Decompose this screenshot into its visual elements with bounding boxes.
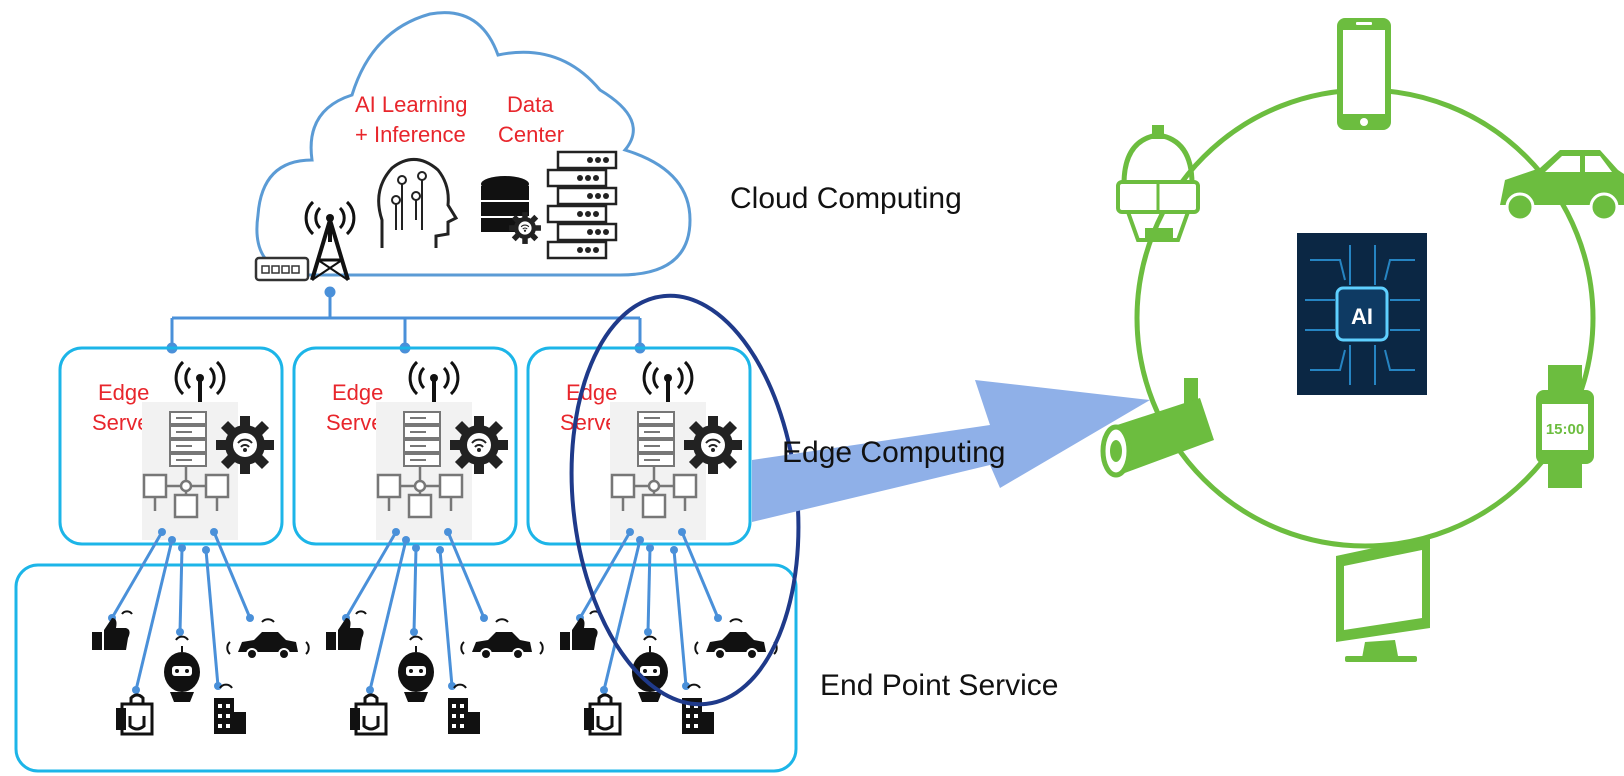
endpoint-connector xyxy=(344,531,398,619)
ai-chip-icon: AI xyxy=(1297,233,1427,395)
connector-dot xyxy=(202,546,210,554)
shopping-bag-icon xyxy=(114,693,154,736)
end-point-service-box xyxy=(14,563,798,773)
ai-inference-label: + Inference xyxy=(355,122,466,147)
endpoint-connector xyxy=(412,547,418,633)
edge-server-label: Edge xyxy=(566,380,617,405)
gear-icon xyxy=(683,415,743,475)
connector-dot xyxy=(646,544,654,552)
connector-dot xyxy=(178,544,186,552)
ai-device-ring: AI 15:00 xyxy=(1100,18,1624,662)
robot-icon xyxy=(163,635,201,703)
data-center-label-2: Center xyxy=(498,122,564,147)
endpoint-connector xyxy=(110,531,164,619)
connected-car-icon xyxy=(694,618,778,660)
data-center-label: Data xyxy=(507,92,554,117)
monitor-icon xyxy=(1336,536,1430,662)
edge-computing-label: Edge Computing xyxy=(782,436,1005,469)
connector-dot xyxy=(714,614,722,622)
cloud-group: AI Learning + Inference Data Center xyxy=(254,11,692,282)
vr-headset-icon xyxy=(1116,125,1200,242)
building-icon xyxy=(681,683,715,735)
connector-dot xyxy=(158,528,166,536)
connector-dot xyxy=(366,686,374,694)
server-rack-icon xyxy=(546,150,618,260)
connected-car-icon xyxy=(226,618,310,660)
smartwatch-icon: 15:00 xyxy=(1536,365,1594,488)
connector-dot xyxy=(444,528,452,536)
router-icon xyxy=(254,256,310,282)
security-camera-icon xyxy=(1100,378,1214,478)
endpoint-connector xyxy=(438,549,454,687)
endpoint-connector xyxy=(178,547,184,633)
endpoint-connector xyxy=(578,531,632,619)
server-stack-icon xyxy=(637,411,675,467)
gear-icon xyxy=(449,415,509,475)
connector-dot xyxy=(678,528,686,536)
endpoint-group xyxy=(559,528,778,736)
cloud-edge-connectors xyxy=(166,286,646,354)
connector-dot xyxy=(402,536,410,544)
wifi-tower-icon xyxy=(408,360,460,404)
wifi-tower-icon xyxy=(174,360,226,404)
connector-dot xyxy=(600,686,608,694)
server-stack-icon xyxy=(169,411,207,467)
gear-icon xyxy=(215,415,275,475)
endpoint-connector xyxy=(368,539,408,691)
endpoint-connector xyxy=(204,549,220,687)
endpoint-connector xyxy=(672,549,688,687)
endpoint-connector xyxy=(602,539,642,691)
cloud-outline xyxy=(255,11,692,277)
wifi-tower-icon xyxy=(642,360,694,404)
connector-dot xyxy=(412,544,420,552)
connector-dot xyxy=(670,546,678,554)
ai-chip-label: AI xyxy=(1351,304,1373,329)
endpoint-connector xyxy=(212,531,252,619)
connector-dot xyxy=(636,536,644,544)
connector-dot xyxy=(132,686,140,694)
ai-head-icon xyxy=(377,158,459,248)
cell-tower-icon xyxy=(304,200,356,281)
connector-dot xyxy=(168,536,176,544)
building-icon xyxy=(213,683,247,735)
connector-dot xyxy=(436,546,444,554)
connector-dot xyxy=(410,628,418,636)
connector-dot xyxy=(246,614,254,622)
endpoint-group xyxy=(325,528,544,736)
endpoint-group xyxy=(91,528,310,736)
smartphone-icon xyxy=(1337,18,1391,130)
endpoint-connector xyxy=(646,547,652,633)
smartwatch-time: 15:00 xyxy=(1546,421,1584,438)
transition-arrow xyxy=(752,380,1150,522)
connector-dot xyxy=(480,614,488,622)
endpoint-connector xyxy=(680,531,720,619)
connector-dot xyxy=(392,528,400,536)
robot-icon xyxy=(397,635,435,703)
car-icon xyxy=(1500,150,1624,222)
edge-server-label: Edge xyxy=(98,380,149,405)
edge-server-label: Edge xyxy=(332,380,383,405)
connector-dot xyxy=(644,628,652,636)
cloud-computing-label: Cloud Computing xyxy=(730,182,962,215)
building-icon xyxy=(447,683,481,735)
shopping-bag-icon xyxy=(348,693,388,736)
end-point-service-label: End Point Service xyxy=(820,669,1058,702)
connector-dot xyxy=(626,528,634,536)
ai-learning-label: AI Learning xyxy=(355,92,468,117)
database-icon xyxy=(481,176,542,245)
server-stack-icon xyxy=(403,411,441,467)
connector-dot xyxy=(176,628,184,636)
endpoint-connector xyxy=(446,531,486,619)
connected-car-icon xyxy=(460,618,544,660)
connector-dot xyxy=(210,528,218,536)
shopping-bag-icon xyxy=(582,693,622,736)
endpoint-connector xyxy=(134,539,174,691)
